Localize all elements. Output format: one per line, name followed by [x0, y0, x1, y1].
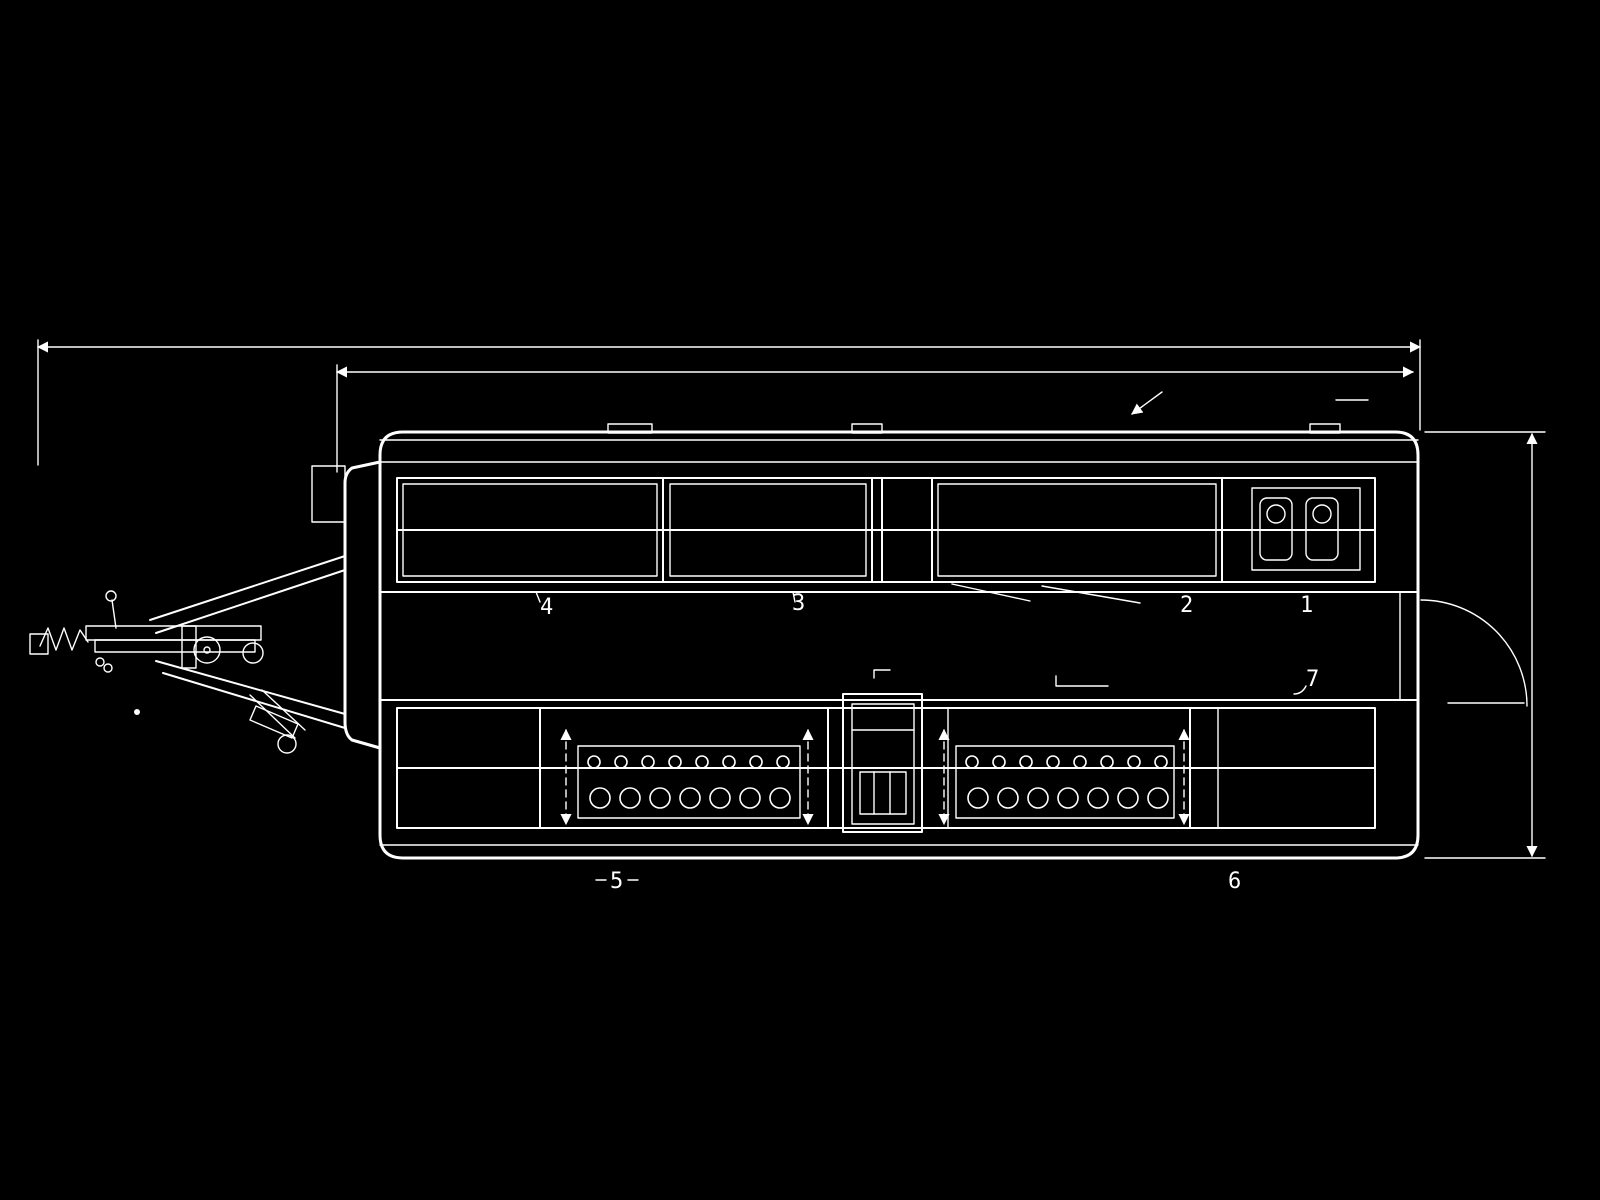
body-length-dimension	[335, 364, 1415, 473]
callout-3: 3	[792, 591, 805, 616]
bottom-skirt-band	[379, 707, 1419, 846]
callout-4: 4	[540, 595, 553, 620]
mid-body-lines	[379, 591, 1419, 701]
callout-1: 1	[1300, 593, 1313, 618]
jockey-stand	[249, 689, 306, 754]
perforated-strip-left	[577, 745, 801, 819]
door-swing-arc	[1420, 599, 1528, 707]
perforated-strip-left-holes	[587, 755, 791, 809]
callout-7: 7	[1306, 667, 1319, 692]
perforated-strip-right	[955, 745, 1175, 819]
center-access-box	[842, 669, 923, 833]
control-panel	[1251, 487, 1361, 571]
trailer-body-outline	[311, 430, 1420, 860]
overall-length-dimension	[36, 339, 1422, 466]
roof-lines	[379, 423, 1419, 463]
hitch-assembly	[29, 555, 346, 729]
height-dimension	[1424, 431, 1546, 859]
callout-leaders	[535, 583, 1307, 881]
callout-6: 6	[1228, 869, 1241, 894]
section-arrows	[560, 728, 1190, 826]
callout-2: 2	[1180, 593, 1193, 618]
callout-5: 5	[610, 869, 623, 894]
perforated-strip-right-holes	[965, 755, 1169, 809]
top-panel-band	[396, 477, 1376, 583]
roof-leader-arrow	[1131, 391, 1369, 415]
